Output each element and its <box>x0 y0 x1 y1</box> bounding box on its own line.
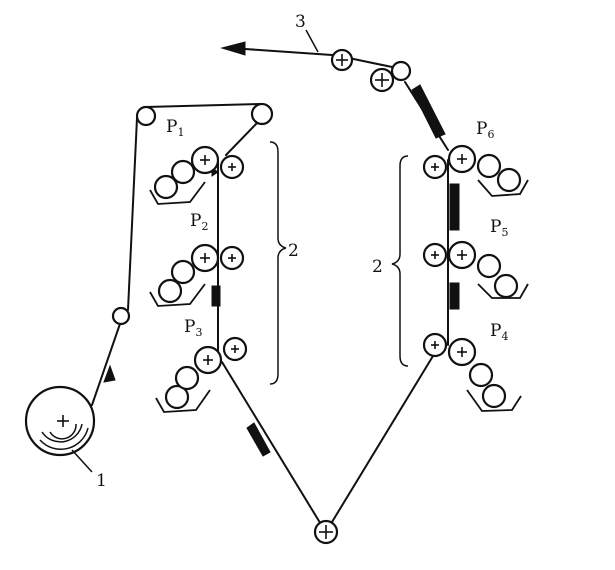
web-segment-output <box>244 48 333 56</box>
label-p3: P3 <box>184 317 202 339</box>
guide-roller-top-right <box>250 102 274 126</box>
web-segment-into-p1 <box>225 122 258 156</box>
label-bracket-right: 2 <box>372 257 383 277</box>
label-p6: P6 <box>476 119 494 141</box>
label-output: 3 <box>295 12 306 32</box>
exit-roller-b <box>390 60 412 82</box>
guide-roller-lower <box>111 306 131 326</box>
print-unit-p4 <box>422 332 522 412</box>
label-bracket-left: 2 <box>288 241 299 261</box>
print-unit-p3 <box>155 336 248 413</box>
web-segment-supply-up <box>91 317 123 406</box>
web-marker-exit <box>411 84 446 139</box>
brace-right-tower <box>391 155 409 367</box>
web-segment-vertical-left <box>127 117 138 311</box>
web-segment-down-to-bottom <box>221 361 323 527</box>
supply-roll-leader <box>71 449 93 473</box>
web-marker-p2 <box>211 285 221 307</box>
supply-roll <box>24 385 96 457</box>
web-marker-p4 <box>449 282 460 310</box>
web-segment-top-left <box>145 103 262 108</box>
label-supply-roll: 1 <box>96 471 107 491</box>
guide-roller-top-left <box>135 105 157 127</box>
label-p2: P2 <box>190 211 208 233</box>
label-p4: P4 <box>490 321 508 343</box>
print-unit-p5 <box>422 240 529 299</box>
label-p5: P5 <box>490 217 508 239</box>
print-unit-p1 <box>149 145 245 205</box>
output-leader <box>305 29 319 53</box>
print-unit-p6 <box>422 144 529 197</box>
output-arrow-icon <box>220 41 246 56</box>
print-unit-p2 <box>149 243 245 307</box>
web-direction-arrow <box>103 364 116 383</box>
web-marker-descending <box>246 422 271 457</box>
label-p1: P1 <box>166 117 184 139</box>
web-segment-up-to-right-tower <box>331 355 434 523</box>
web-marker-p5 <box>449 183 460 231</box>
brace-left-tower <box>269 141 287 385</box>
